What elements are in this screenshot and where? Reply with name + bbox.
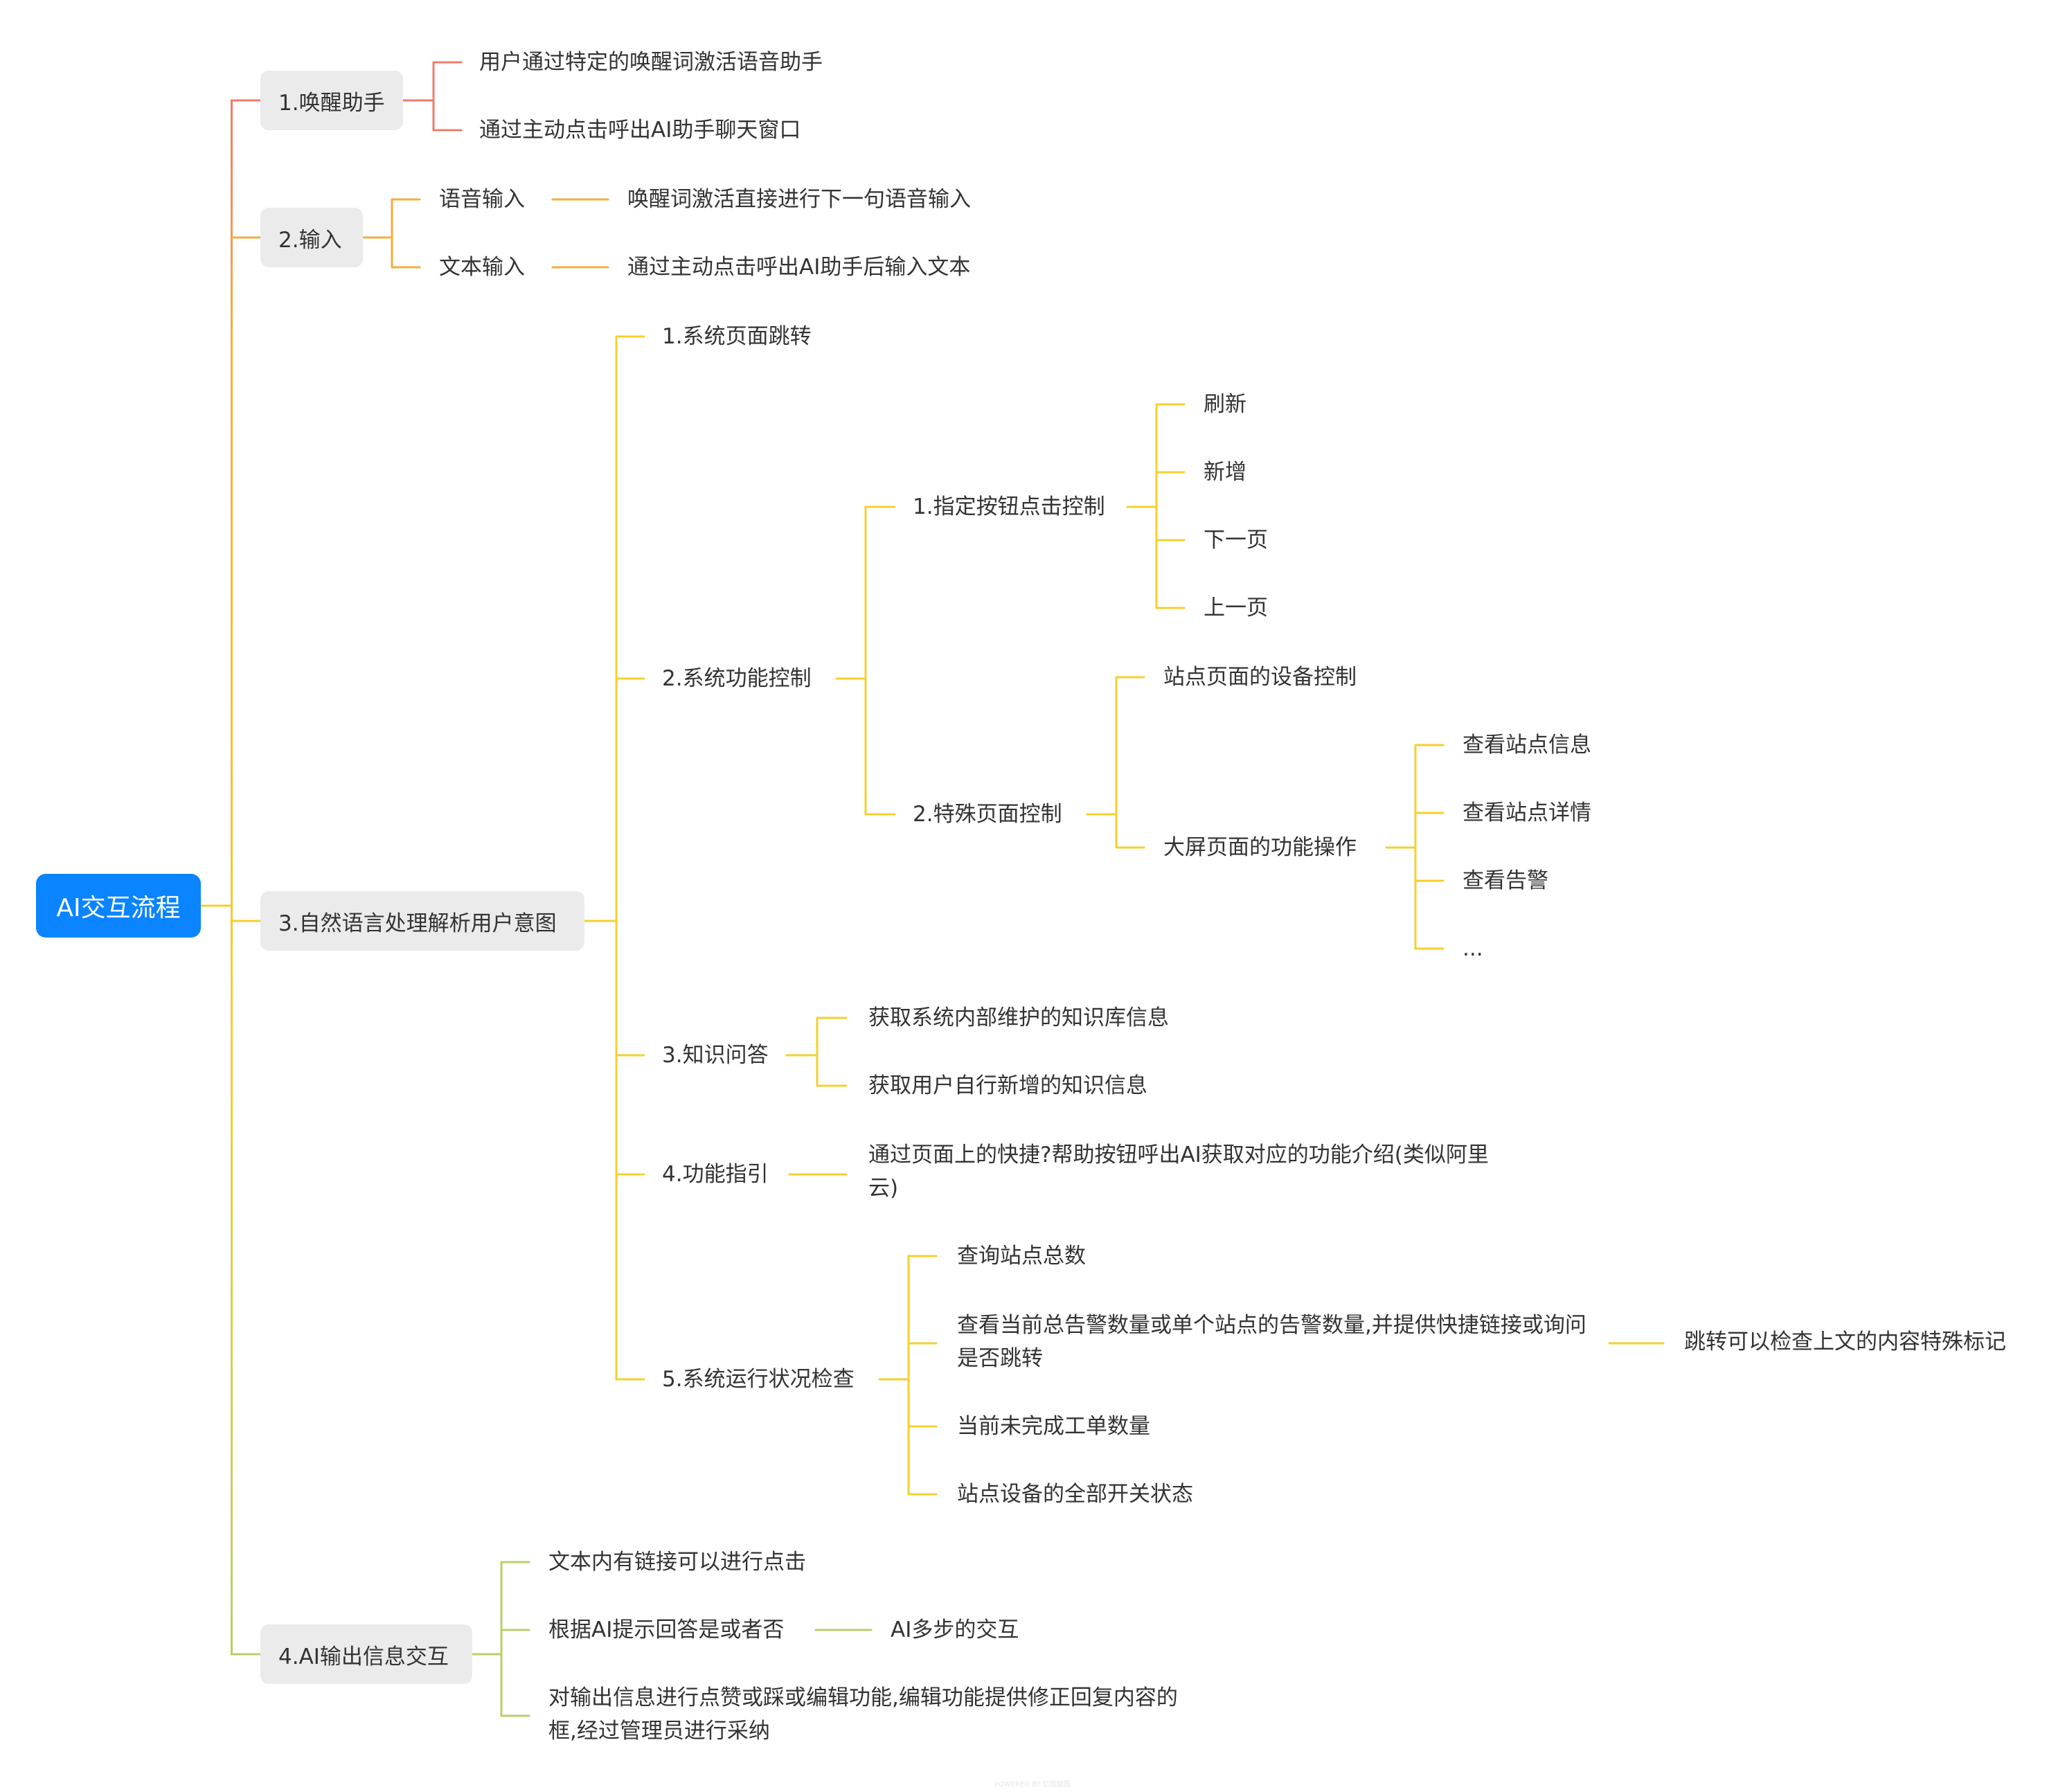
node-site-info: 查看站点信息 [1463, 733, 1591, 758]
button-control-bracket [1126, 403, 1158, 609]
branch4-bracket [471, 1561, 503, 1717]
bigscreen-children [1414, 744, 1445, 950]
footer-watermark: POWERED BY 亿图脑图 [994, 1781, 1071, 1789]
node-function-guide: 4.功能指引 [662, 1162, 769, 1187]
node-function-control: 2.系统功能控制 [662, 666, 812, 691]
trunk-connector [231, 100, 233, 1655]
node-voice-input-detail: 唤醒词激活直接进行下一句语音输入 [627, 187, 971, 212]
branch2-children-connector [361, 198, 421, 269]
node-alarm-count: 查看当前总告警数量或单个站点的告警数量,并提供快捷链接或询问是否跳转 [957, 1313, 1586, 1371]
node-text-input-detail: 通过主动点击呼出AI助手后输入文本 [627, 255, 971, 280]
branch-input[interactable]: 2.输入 [260, 208, 363, 267]
node-feedback-edit: 对输出信息进行点赞或踩或编辑功能,编辑功能提供修正回复内容的框,经过管理员进行采… [548, 1685, 1178, 1744]
knowledge-connector [785, 1016, 848, 1087]
node-guide-detail: 通过页面上的快捷?帮助按钮呼出AI获取对应的功能介绍(类似阿里云) [868, 1143, 1489, 1201]
node-switch-status: 站点设备的全部开关状态 [957, 1482, 1193, 1507]
node-yes-no-answer: 根据AI提示回答是或者否 [548, 1618, 785, 1642]
special-control-connector [1086, 676, 1145, 849]
system-check-children [907, 1255, 938, 1496]
node-site-device-control: 站点页面的设备控制 [1163, 665, 1357, 690]
function-control-connector [835, 505, 896, 816]
node-bigscreen-ops: 大屏页面的功能操作 [1163, 835, 1357, 860]
node-internal-kb: 获取系统内部维护的知识库信息 [868, 1005, 1169, 1030]
node-multistep: AI多步的交互 [891, 1618, 1019, 1642]
node-ellipsis: ... [1463, 936, 1483, 961]
node-wake-word: 用户通过特定的唤醒词激活语音助手 [479, 50, 823, 75]
node-special-page-control: 2.特殊页面控制 [913, 802, 1062, 827]
branch2-detail-connector [551, 198, 609, 269]
node-user-kb: 获取用户自行新增的知识信息 [868, 1073, 1147, 1098]
branch3-bracket [583, 335, 618, 1381]
branch3-children-connector [615, 335, 645, 1381]
node-knowledge-qa: 3.知识问答 [662, 1043, 769, 1068]
node-clickable-links: 文本内有链接可以进行点击 [548, 1550, 806, 1575]
system-check-bracket [878, 1255, 910, 1496]
node-open-orders: 当前未完成工单数量 [957, 1414, 1150, 1439]
button-control-children [1155, 403, 1186, 609]
node-voice-input: 语音输入 [439, 187, 525, 212]
branch-nlp-intent[interactable]: 3.自然语言处理解析用户意图 [260, 891, 584, 951]
node-system-check: 5.系统运行状况检查 [662, 1367, 855, 1392]
node-site-count: 查询站点总数 [957, 1244, 1086, 1269]
node-refresh: 刷新 [1204, 392, 1246, 417]
branch4-children-connector [500, 1561, 530, 1717]
node-page-jump: 1.系统页面跳转 [662, 324, 812, 349]
node-click-open-chat: 通过主动点击呼出AI助手聊天窗口 [479, 118, 801, 143]
node-view-alarm: 查看告警 [1463, 868, 1548, 893]
node-site-detail: 查看站点详情 [1463, 800, 1591, 825]
branch-ai-output[interactable]: 4.AI输出信息交互 [260, 1624, 472, 1684]
node-text-input: 文本输入 [439, 255, 525, 280]
node-prev-page: 上一页 [1204, 595, 1268, 620]
node-next-page: 下一页 [1204, 528, 1268, 553]
node-add: 新增 [1204, 460, 1246, 485]
node-jump-mark: 跳转可以检查上文的内容特殊标记 [1684, 1329, 2006, 1354]
branch1-children-connector [402, 61, 463, 132]
root-node[interactable]: AI交互流程 [36, 874, 201, 938]
branch-wake-assistant[interactable]: 1.唤醒助手 [260, 71, 403, 130]
node-button-control: 1.指定按钮点击控制 [913, 494, 1105, 519]
bigscreen-bracket [1385, 744, 1417, 950]
